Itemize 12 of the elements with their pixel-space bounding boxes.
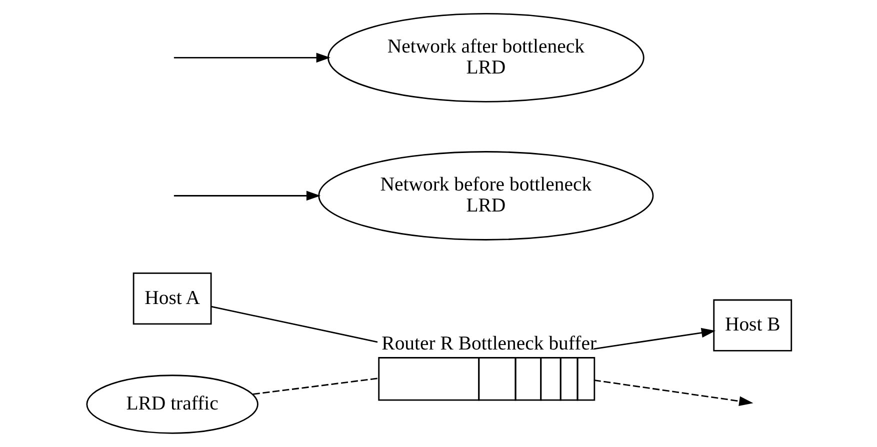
node-ellipse: Network before bottleneck LRD [318,151,654,240]
node-label: Router R Bottleneck buffer [381,332,596,355]
arrow [593,328,716,350]
arrow [173,52,330,63]
node-ellipse: LRD traffic [86,374,258,434]
connector [210,306,378,343]
node-ellipse: Network after bottleneck LRD [327,12,644,102]
node-box: Host B [712,299,792,352]
arrow [593,379,753,406]
arrow [173,190,320,201]
connector [252,378,378,395]
node-box: Host A [132,272,212,325]
